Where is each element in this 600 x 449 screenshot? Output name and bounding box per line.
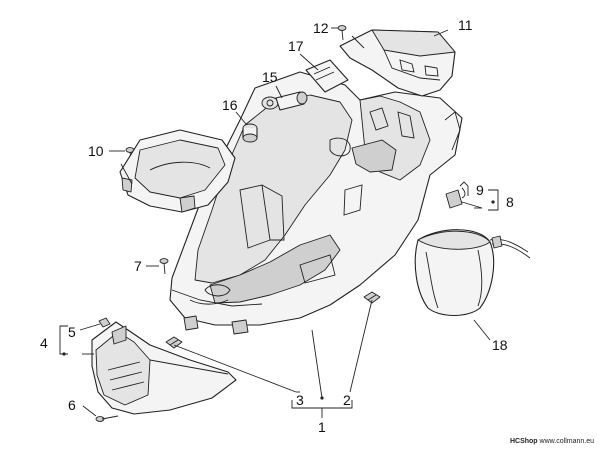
tray-cover-part (119, 129, 236, 213)
callout-numbers: 11 12 17 15 16 10 7 9 8 18 5 4 6 3 2 1 (40, 17, 514, 435)
callout-5: 5 (68, 324, 76, 340)
callout-3: 3 (296, 392, 304, 408)
storage-bag-part (414, 229, 531, 317)
callout-1: 1 (318, 419, 326, 435)
screw-7-icon (159, 258, 169, 275)
shop-credit: HCShop www.collmann.eu (510, 438, 594, 445)
callout-10: 10 (88, 143, 104, 159)
shop-name: HCShop (509, 438, 538, 445)
callout-16: 16 (222, 97, 238, 113)
clip-2-icon (363, 291, 381, 304)
callout-15: 15 (262, 69, 278, 85)
callout-12: 12 (313, 20, 329, 36)
callout-7: 7 (134, 258, 142, 274)
shop-site: www.collmann.eu (539, 438, 594, 445)
callout-9: 9 (476, 182, 484, 198)
clip-3-icon (165, 336, 183, 349)
spring-clip-part (445, 181, 469, 209)
helmet-compartment-part (169, 71, 463, 335)
screw-12-icon (337, 25, 347, 41)
callout-8: 8 (506, 194, 514, 210)
small-lid-part (305, 59, 349, 93)
rear-cover-part (339, 29, 456, 97)
screw-6-icon (95, 415, 119, 422)
callout-6: 6 (68, 397, 76, 413)
lock-cylinder-part (261, 91, 308, 111)
leader-lines (59, 27, 499, 418)
callout-17: 17 (288, 38, 304, 54)
bushing-part (242, 123, 258, 143)
callout-11: 11 (458, 17, 473, 33)
callout-18: 18 (492, 337, 508, 353)
lower-front-cover-part (91, 321, 237, 415)
callout-4: 4 (40, 335, 48, 351)
callout-2: 2 (343, 392, 351, 408)
nut-5-icon (98, 317, 111, 328)
